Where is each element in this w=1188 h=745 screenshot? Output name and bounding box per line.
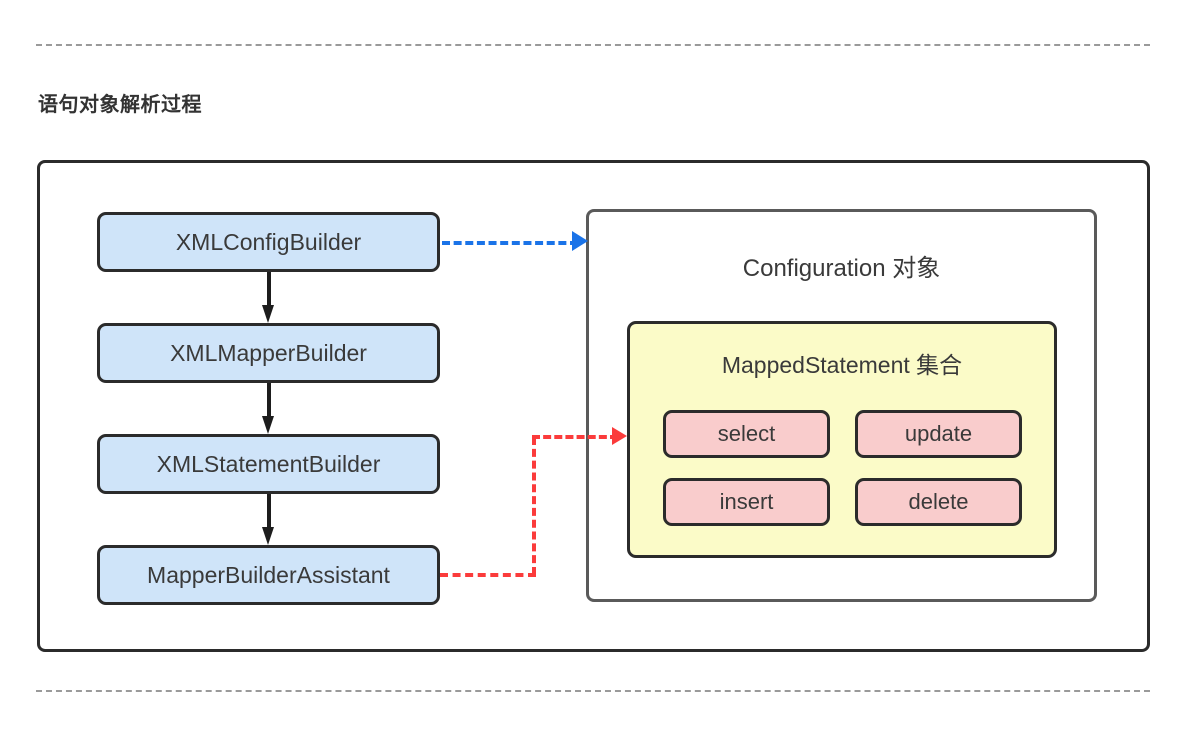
- arrow-shaft: [267, 494, 271, 530]
- statement-chip-delete[interactable]: delete: [855, 478, 1022, 526]
- page-title: 语句对象解析过程: [38, 94, 202, 116]
- statement-label: delete: [908, 489, 969, 514]
- builder-box-mapperbuilderassistant[interactable]: MapperBuilderAssistant: [97, 545, 440, 605]
- arrow-shaft: [267, 272, 271, 308]
- flow-arrow-down-icon: [262, 494, 275, 545]
- statement-label: select: [717, 421, 776, 446]
- arrow-head: [262, 416, 274, 434]
- statement-chip-insert[interactable]: insert: [663, 478, 830, 526]
- arrow-head: [262, 305, 274, 323]
- statement-link-segment-horizontal-bottom: [440, 573, 536, 577]
- builder-box-xmlstatementbuilder[interactable]: XMLStatementBuilder: [97, 434, 440, 494]
- configuration-title: Configuration 对象: [742, 255, 941, 282]
- builder-box-xmlmapperbuilder[interactable]: XMLMapperBuilder: [97, 323, 440, 383]
- statement-chip-update[interactable]: update: [855, 410, 1022, 458]
- statement-link-segment-vertical: [532, 437, 536, 575]
- statement-label: update: [904, 421, 973, 446]
- builder-label: XMLStatementBuilder: [156, 450, 381, 477]
- builder-box-xmlconfigbuilder[interactable]: XMLConfigBuilder: [97, 212, 440, 272]
- top-dashed-rule: [36, 44, 1150, 46]
- statement-label: insert: [719, 489, 774, 514]
- flow-arrow-down-icon: [262, 383, 275, 434]
- config-link-dashed-line: [442, 241, 578, 245]
- arrow-head: [262, 527, 274, 545]
- statement-link-arrow-head-icon: [612, 427, 627, 445]
- arrow-shaft: [267, 383, 271, 419]
- bottom-dashed-rule: [36, 690, 1150, 692]
- config-link-arrow-head-icon: [572, 231, 588, 251]
- statement-link-segment-horizontal-top: [532, 435, 618, 439]
- builder-label: MapperBuilderAssistant: [147, 561, 390, 588]
- builder-label: XMLMapperBuilder: [170, 339, 367, 366]
- builder-label: XMLConfigBuilder: [175, 228, 362, 255]
- statement-chip-select[interactable]: select: [663, 410, 830, 458]
- mapped-statement-title: MappedStatement 集合: [721, 352, 963, 378]
- flow-arrow-down-icon: [262, 272, 275, 323]
